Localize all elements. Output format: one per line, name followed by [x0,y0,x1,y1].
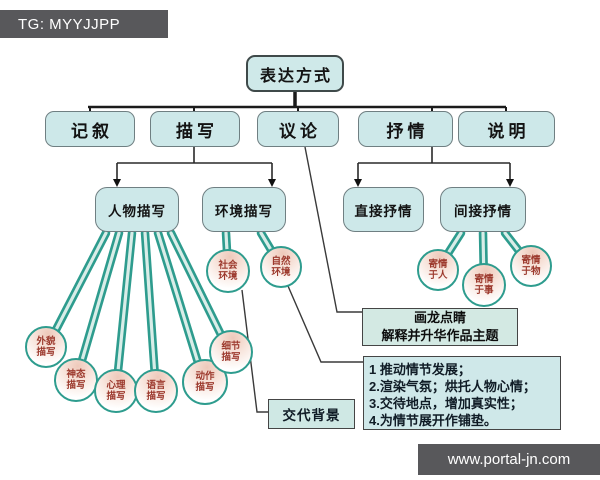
note-environment-functions: 1 推动情节发展； 2.渲染气氛；烘托人物心情； 3.交待地点，增加真实性； 4… [363,356,561,430]
note-line: 4.为情节展开作铺垫。 [369,413,497,429]
circle-label: 寄情于人 [428,258,448,281]
node-label: 人物描写 [108,203,166,219]
node-environment-description: 环境描写 [202,187,286,232]
circle-appearance-description: 外貌描写 [25,326,67,368]
node-expression-methods: 表达方式 [246,55,344,92]
circle-label: 自然环境 [271,255,291,278]
circle-label: 寄情于事 [474,273,494,296]
circle-natural-environment: 自然环境 [260,246,302,288]
circle-emotion-in-object: 寄情于物 [510,245,552,287]
node-label: 记叙 [71,121,113,141]
note-line: 2.渲染气氛；烘托人物心情； [369,379,536,395]
tag-bar: TG: MYYJJPP [0,10,168,38]
note-background: 交代背景 [268,399,355,429]
node-label: 直接抒情 [354,203,413,219]
tag-label: TG: MYYJJPP [18,15,121,33]
circle-language-description: 语言描写 [134,369,178,413]
node-label: 说明 [487,121,530,141]
node-narration: 记叙 [45,111,135,147]
circle-emotion-in-person: 寄情于人 [417,249,459,291]
circle-expression-description: 神态描写 [54,358,98,402]
node-label: 抒情 [386,121,429,141]
note-line: 1 推动情节发展； [369,362,471,377]
arrow-down-icon [268,179,276,187]
circle-social-environment: 社会环境 [206,249,250,293]
circle-label: 神态描写 [66,368,86,391]
node-label: 表达方式 [259,67,332,85]
circle-detail-description: 细节描写 [209,330,253,374]
note-line: 画龙点睛 [413,310,466,326]
circle-emotion-in-event: 寄情于事 [462,263,506,307]
node-label: 描写 [176,121,218,141]
node-description: 描写 [150,111,240,147]
circle-label: 心理描写 [106,379,126,402]
circle-label: 社会环境 [218,259,238,282]
node-label: 间接抒情 [454,203,512,219]
circle-label: 语言描写 [146,379,166,402]
note-line: 解释并升华作品主题 [381,328,499,343]
arrow-down-icon [506,179,514,187]
circle-label: 细节描写 [221,340,241,363]
watermark-bar: www.portal-jn.com [418,444,600,475]
circle-psychology-description: 心理描写 [94,369,138,413]
note-dragon-highlight: 画龙点睛 解释并升华作品主题 [362,308,518,346]
node-label: 议论 [279,121,321,141]
arrow-down-icon [354,179,362,187]
note-line: 交代背景 [282,408,341,423]
arrow-down-icon [113,179,121,187]
node-character-description: 人物描写 [95,187,179,232]
node-exposition: 说明 [458,111,555,147]
node-direct-lyric: 直接抒情 [343,187,424,232]
watermark-label: www.portal-jn.com [447,451,571,468]
node-argument: 议论 [257,111,339,147]
circle-label: 外貌描写 [36,335,56,358]
note-line: 3.交待地点，增加真实性； [369,396,523,412]
circle-label: 寄情于物 [521,254,541,277]
circle-label: 动作描写 [195,370,215,393]
node-lyric: 抒情 [358,111,453,147]
node-label: 环境描写 [215,203,273,219]
node-indirect-lyric: 间接抒情 [440,187,526,232]
